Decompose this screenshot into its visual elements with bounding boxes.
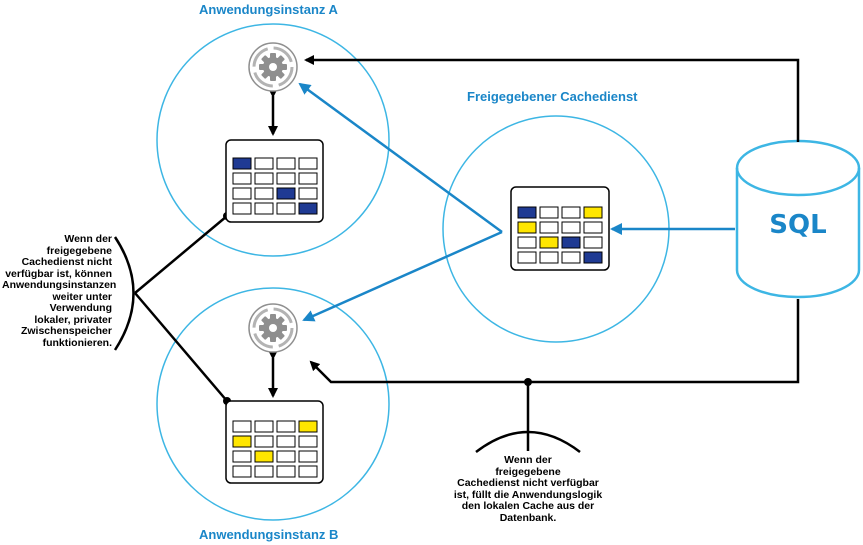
cache-cell <box>298 157 318 170</box>
shared-cache-title: Freigegebener Cachedienst <box>467 89 638 104</box>
cache-cell <box>254 172 274 185</box>
db-to-app-a-line <box>304 55 800 142</box>
cache-cell <box>561 251 581 264</box>
cache-cell <box>517 206 537 219</box>
cache-cell <box>276 157 296 170</box>
instance-b-circle <box>156 287 390 521</box>
cache-cell <box>539 251 559 264</box>
cache-cell <box>232 172 252 185</box>
cache-cell <box>276 420 296 433</box>
cache-cell <box>583 251 603 264</box>
instance-a-circle <box>156 23 390 257</box>
cache-cell <box>232 420 252 433</box>
instance-b-cache-grid <box>225 400 324 484</box>
cache-cell <box>232 157 252 170</box>
app-a-gear-icon <box>248 42 298 92</box>
cache-cell <box>298 465 318 478</box>
cache-cell <box>298 435 318 448</box>
cache-cell <box>298 202 318 215</box>
instance-b-title: Anwendungsinstanz B <box>199 527 339 542</box>
shared-to-app-a-arrow <box>298 82 503 234</box>
cache-cell <box>232 435 252 448</box>
left-note: Wenn der freigegebene Cachedienst nicht … <box>2 233 117 349</box>
shared-cache-grid <box>510 186 610 271</box>
bottom-note-bracket <box>475 430 581 453</box>
left-note-to-cache-a <box>134 215 228 294</box>
cache-cell <box>583 206 603 219</box>
cache-cell <box>517 236 537 249</box>
cache-cell <box>254 187 274 200</box>
cache-cell <box>232 450 252 463</box>
cache-cell <box>254 465 274 478</box>
cache-cell <box>254 435 274 448</box>
bottom-note-dot <box>524 378 532 386</box>
cache-cell <box>561 221 581 234</box>
cache-cell <box>298 450 318 463</box>
db-to-app-b-line <box>309 299 800 384</box>
instance-a-cache-grid <box>225 139 324 223</box>
cache-cell <box>583 221 603 234</box>
cache-cell <box>276 465 296 478</box>
cache-cell <box>561 206 581 219</box>
database-label: SQL <box>769 210 826 240</box>
cache-cell <box>254 202 274 215</box>
shared-to-app-b-arrow <box>302 230 503 322</box>
cache-cell <box>276 202 296 215</box>
cache-cell <box>276 450 296 463</box>
cache-cell <box>276 435 296 448</box>
cache-cell <box>232 202 252 215</box>
cache-cell <box>539 206 559 219</box>
left-note-to-cache-b <box>134 292 228 402</box>
cache-cell <box>539 236 559 249</box>
cache-cell <box>276 187 296 200</box>
cache-cell <box>517 221 537 234</box>
cache-cell <box>254 450 274 463</box>
cache-cell <box>298 420 318 433</box>
cache-cell <box>298 187 318 200</box>
app-b-gear-icon <box>248 303 298 353</box>
cache-cell <box>232 187 252 200</box>
cache-cell <box>254 420 274 433</box>
cache-cell <box>254 157 274 170</box>
bottom-note: Wenn der freigegebene Cachedienst nicht … <box>453 454 603 524</box>
cache-cell <box>561 236 581 249</box>
cache-cell <box>517 251 537 264</box>
cache-cell <box>583 236 603 249</box>
cache-cell <box>539 221 559 234</box>
cache-cell <box>298 172 318 185</box>
cache-cell <box>276 172 296 185</box>
instance-a-title: Anwendungsinstanz A <box>199 2 338 17</box>
left-note-bracket <box>113 236 135 351</box>
cache-cell <box>232 465 252 478</box>
